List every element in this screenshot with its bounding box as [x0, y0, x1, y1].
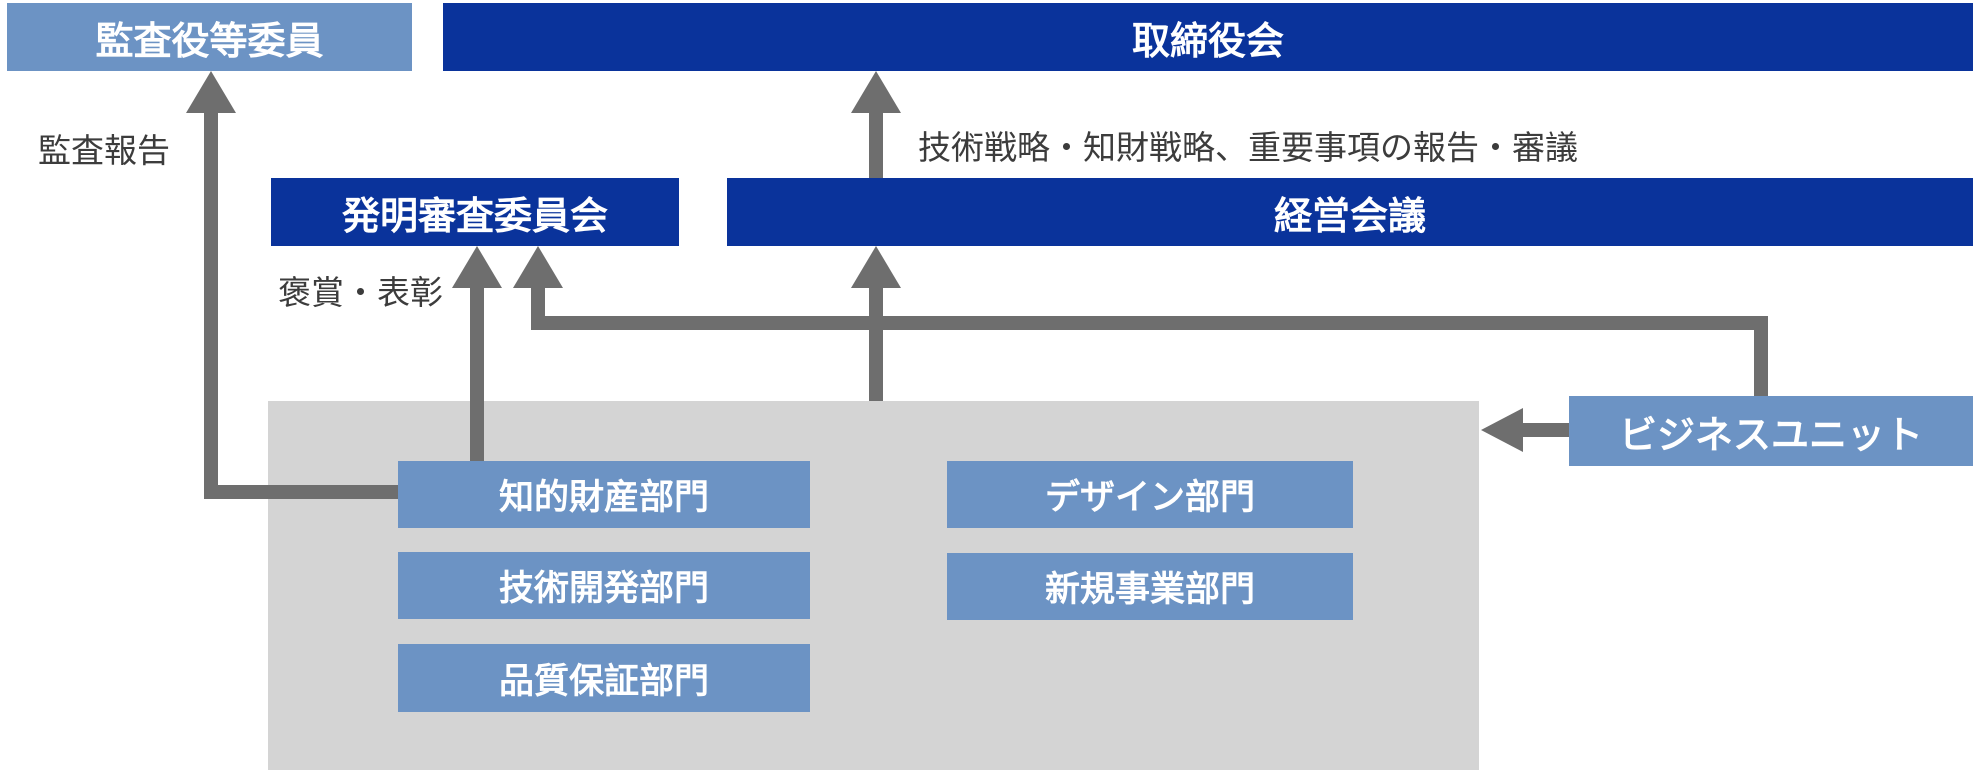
label-board-report: 技術戦略・知財戦略、重要事項の報告・審議 [918, 129, 1578, 166]
node-design-dept: デザイン部門 [947, 461, 1353, 528]
bu-to-invention-arrow-vertical-left [531, 285, 545, 323]
management-to-board-arrow-shaft [869, 110, 883, 178]
bu-to-invention-arrow-horizontal [531, 316, 1768, 330]
node-technology-development-dept: 技術開発部門 [398, 552, 810, 619]
node-audit-committee: 監査役等委員 [7, 3, 412, 71]
node-new-business-dept: 新規事業部門 [947, 553, 1353, 620]
label-audit-report: 監査報告 [38, 132, 170, 169]
node-business-unit: ビジネスユニット [1569, 396, 1973, 466]
management-to-board-arrowhead-icon [851, 71, 901, 113]
node-management-meeting: 経営会議 [727, 178, 1973, 246]
bu-to-depts-arrowhead-icon [1481, 408, 1523, 452]
label-award: 褒賞・表彰 [278, 274, 443, 311]
depts-to-management-arrow-shaft [869, 285, 883, 401]
ip-to-invention-arrow-shaft [470, 285, 484, 461]
bu-to-depts-arrow-shaft [1519, 423, 1569, 437]
audit-arrow-horizontal-segment [204, 485, 398, 499]
node-invention-review-committee: 発明審査委員会 [271, 178, 679, 246]
node-board-of-directors: 取締役会 [443, 3, 1973, 71]
ip-to-invention-arrowhead-icon [452, 246, 502, 288]
node-quality-assurance-dept: 品質保証部門 [398, 644, 810, 712]
bu-to-invention-arrow-vertical-right [1754, 316, 1768, 396]
audit-arrowhead-icon [186, 71, 236, 113]
bu-to-invention-arrowhead-icon [513, 246, 563, 288]
node-intellectual-property-dept: 知的財産部門 [398, 461, 810, 528]
audit-arrow-vertical-segment [204, 109, 218, 499]
depts-to-management-arrowhead-icon [851, 246, 901, 288]
